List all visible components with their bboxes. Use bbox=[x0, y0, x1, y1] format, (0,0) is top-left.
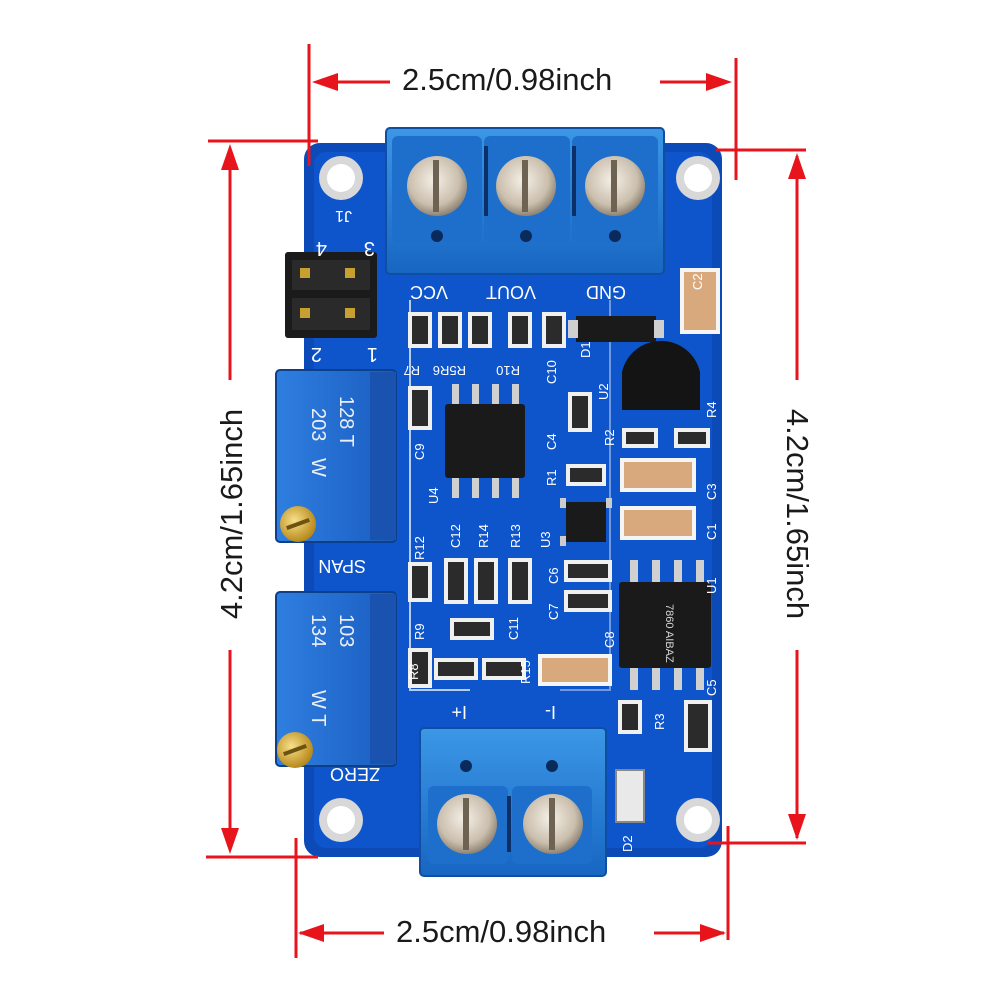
jumper-header-j1 bbox=[285, 252, 377, 338]
label-j1: J1 bbox=[335, 207, 352, 224]
label-u3: U3 bbox=[538, 531, 553, 548]
dimension-top-width: 2.5cm/0.98inch bbox=[402, 62, 613, 97]
label-d1: D1 bbox=[578, 341, 593, 358]
ic-u3 bbox=[560, 498, 612, 546]
label-c8: C8 bbox=[602, 631, 617, 648]
label-r9: R9 bbox=[412, 623, 427, 640]
label-c4: C4 bbox=[544, 433, 559, 450]
label-pin3: 3 bbox=[364, 237, 375, 259]
mounting-hole bbox=[319, 156, 363, 200]
ceramic-capacitors bbox=[538, 268, 720, 686]
pot-top-code: 203 bbox=[307, 408, 329, 441]
label-u1: U1 bbox=[704, 577, 719, 594]
silkscreen-labels: J1 4 3 2 1 VCC VOUT GND SPAN ZERO I+ I- … bbox=[311, 207, 719, 852]
transistor-u2 bbox=[622, 340, 700, 410]
label-r14: R14 bbox=[476, 524, 491, 548]
label-r3: R3 bbox=[652, 713, 667, 730]
label-r1: R1 bbox=[544, 469, 559, 486]
label-c2: C2 bbox=[690, 273, 705, 290]
label-r13: R13 bbox=[508, 524, 523, 548]
label-plus: I+ bbox=[451, 702, 467, 722]
top-terminal-block bbox=[385, 127, 665, 275]
pot-bottom-code: 134 bbox=[307, 614, 329, 647]
bottom-terminal-block bbox=[419, 727, 607, 877]
label-u4: U4 bbox=[426, 487, 441, 504]
label-c9: C9 bbox=[412, 443, 427, 460]
ic-u4 bbox=[445, 384, 525, 498]
zero-potentiometer bbox=[275, 591, 397, 768]
label-zero: ZERO bbox=[330, 764, 380, 784]
label-pin2: 2 bbox=[311, 343, 322, 365]
label-r8: R8 bbox=[406, 663, 421, 680]
pot-markings: 203 128 T W 134 103 W T bbox=[307, 396, 357, 726]
ic-u1 bbox=[619, 560, 711, 690]
span-potentiometer bbox=[275, 369, 397, 543]
pot-bottom-m: W T bbox=[307, 690, 329, 726]
label-u2: U2 bbox=[596, 383, 611, 400]
label-r7: R7 bbox=[403, 363, 420, 378]
label-vout: VOUT bbox=[486, 282, 536, 302]
pot-top-code2: 128 T bbox=[335, 396, 357, 447]
label-r15: R15 bbox=[518, 660, 533, 684]
label-r2: R2 bbox=[602, 429, 617, 446]
label-c6: C6 bbox=[546, 567, 561, 584]
label-c11: C11 bbox=[506, 617, 521, 640]
smd-components bbox=[408, 312, 712, 752]
label-c12: C12 bbox=[448, 524, 463, 548]
dimension-right-height: 4.2cm/1.65inch bbox=[780, 408, 815, 620]
mounting-hole bbox=[676, 798, 720, 842]
label-vcc: VCC bbox=[410, 282, 448, 302]
dimension-lines bbox=[206, 44, 806, 958]
label-r4: R4 bbox=[704, 401, 719, 418]
label-d2: D2 bbox=[620, 835, 635, 852]
dimension-bottom-width: 2.5cm/0.98inch bbox=[396, 914, 607, 949]
label-minus: I- bbox=[545, 702, 556, 722]
diode-d1 bbox=[568, 316, 664, 342]
mounting-hole bbox=[676, 156, 720, 200]
label-c10: C10 bbox=[544, 360, 559, 384]
pot-bottom-code2: 103 bbox=[335, 614, 357, 647]
label-c1: C1 bbox=[704, 523, 719, 540]
label-c5: C5 bbox=[704, 679, 719, 696]
diode-d2 bbox=[615, 769, 645, 823]
label-pin1: 1 bbox=[367, 343, 378, 365]
label-c3: C3 bbox=[704, 483, 719, 500]
label-c7: C7 bbox=[546, 603, 561, 620]
label-r12: R12 bbox=[412, 536, 427, 560]
chip-u1-marking: 7860 AIBAZ bbox=[663, 604, 675, 663]
label-r10: R10 bbox=[496, 363, 520, 378]
label-span: SPAN bbox=[318, 556, 366, 576]
dimension-left-height: 4.2cm/1.65inch bbox=[214, 408, 249, 620]
mounting-hole bbox=[319, 798, 363, 842]
pot-top-m: W bbox=[307, 458, 329, 477]
label-pin4: 4 bbox=[316, 237, 327, 259]
label-r5r6: R5R6 bbox=[433, 363, 466, 378]
label-gnd: GND bbox=[586, 282, 626, 302]
